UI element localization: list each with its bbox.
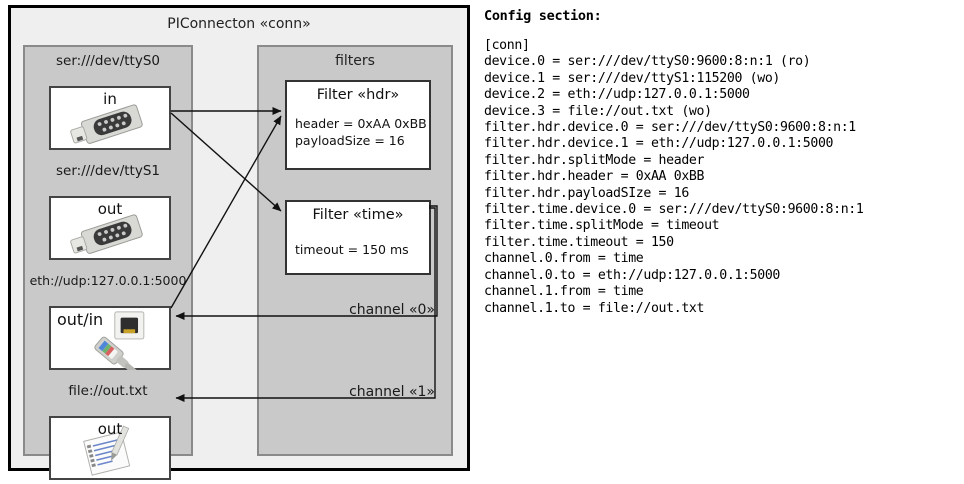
connector-diagram: PIConnecton «conn» ser:///dev/ttyS0 in bbox=[8, 5, 470, 480]
filter-time-prop-timeout: timeout = 150 ms bbox=[295, 242, 409, 257]
config-line: filter.time.device.0 = ser:///dev/ttyS0:… bbox=[484, 202, 864, 218]
config-line: filter.time.timeout = 150 bbox=[484, 234, 674, 250]
device-label-eth: eth://udp:127.0.0.1:5000 bbox=[29, 273, 187, 288]
filter-hdr-title: Filter «hdr» bbox=[316, 87, 400, 103]
config-line: filter.hdr.device.0 = ser:///dev/ttyS0:9… bbox=[484, 120, 856, 136]
filter-time-title: Filter «time» bbox=[312, 207, 404, 223]
filter-card-time[interactable]: Filter «time» timeout = 150 ms bbox=[285, 200, 431, 275]
config-line: channel.1.from = time bbox=[484, 284, 644, 300]
config-line: channel.0.from = time bbox=[484, 251, 644, 267]
config-line: filter.hdr.payloadSIze = 16 bbox=[484, 185, 689, 201]
filter-hdr-prop-payloadsize: payloadSize = 16 bbox=[295, 133, 405, 148]
device-card-file[interactable]: out bbox=[49, 416, 171, 480]
config-line: [conn] bbox=[484, 38, 530, 53]
config-line: device.0 = ser:///dev/ttyS0:9600:8:n:1 (… bbox=[484, 54, 811, 70]
device-label-file: file://out.txt bbox=[68, 383, 148, 399]
config-line: filter.hdr.device.1 = eth://udp:127.0.0.… bbox=[484, 136, 834, 152]
device-card-ttys0[interactable]: in bbox=[49, 86, 171, 150]
device-io-eth: out/in bbox=[57, 310, 104, 329]
filter-card-hdr[interactable]: Filter «hdr» header = 0xAA 0xBB payloadS… bbox=[285, 80, 431, 170]
devices-panel: ser:///dev/ttyS0 in ser: bbox=[23, 45, 193, 480]
config-line: device.3 = file://out.txt (wo) bbox=[484, 103, 712, 119]
config-line: filter.time.splitMode = timeout bbox=[484, 218, 720, 234]
ethernet-plug-icon bbox=[94, 311, 145, 370]
config-heading: Config section: bbox=[484, 8, 602, 24]
device-card-eth[interactable]: out/in bbox=[49, 306, 171, 370]
device-io-ttys0: in bbox=[103, 90, 117, 108]
config-section: Config section: [conn]device.0 = ser:///… bbox=[484, 8, 954, 317]
device-io-file: out bbox=[97, 420, 123, 438]
config-line: device.2 = eth://udp:127.0.0.1:5000 bbox=[484, 87, 750, 103]
text-file-icon bbox=[83, 425, 131, 476]
filters-panel-title: filters bbox=[335, 53, 375, 69]
config-line: device.1 = ser:///dev/ttyS1:115200 (wo) bbox=[484, 70, 780, 86]
filter-hdr-prop-header: header = 0xAA 0xBB bbox=[295, 116, 427, 131]
config-line: filter.hdr.splitMode = header bbox=[484, 152, 705, 168]
config-lines: [conn]device.0 = ser:///dev/ttyS0:9600:8… bbox=[484, 38, 954, 317]
channel-label-1: channel «1» bbox=[349, 384, 435, 400]
device-card-ttys1[interactable]: out bbox=[49, 196, 171, 260]
serial-port-icon bbox=[70, 214, 143, 254]
diagram-title: PIConnecton «conn» bbox=[167, 16, 311, 32]
device-label-ttys0: ser:///dev/ttyS0 bbox=[56, 53, 160, 69]
device-label-ttys1: ser:///dev/ttyS1 bbox=[56, 163, 160, 179]
serial-port-icon bbox=[70, 104, 143, 144]
device-io-ttys1: out bbox=[97, 200, 123, 218]
channel-label-0: channel «0» bbox=[349, 302, 435, 318]
config-line: channel.0.to = eth://udp:127.0.0.1:5000 bbox=[484, 267, 780, 283]
config-line: channel.1.to = file://out.txt bbox=[484, 300, 705, 316]
config-line: filter.hdr.header = 0xAA 0xBB bbox=[484, 169, 705, 185]
